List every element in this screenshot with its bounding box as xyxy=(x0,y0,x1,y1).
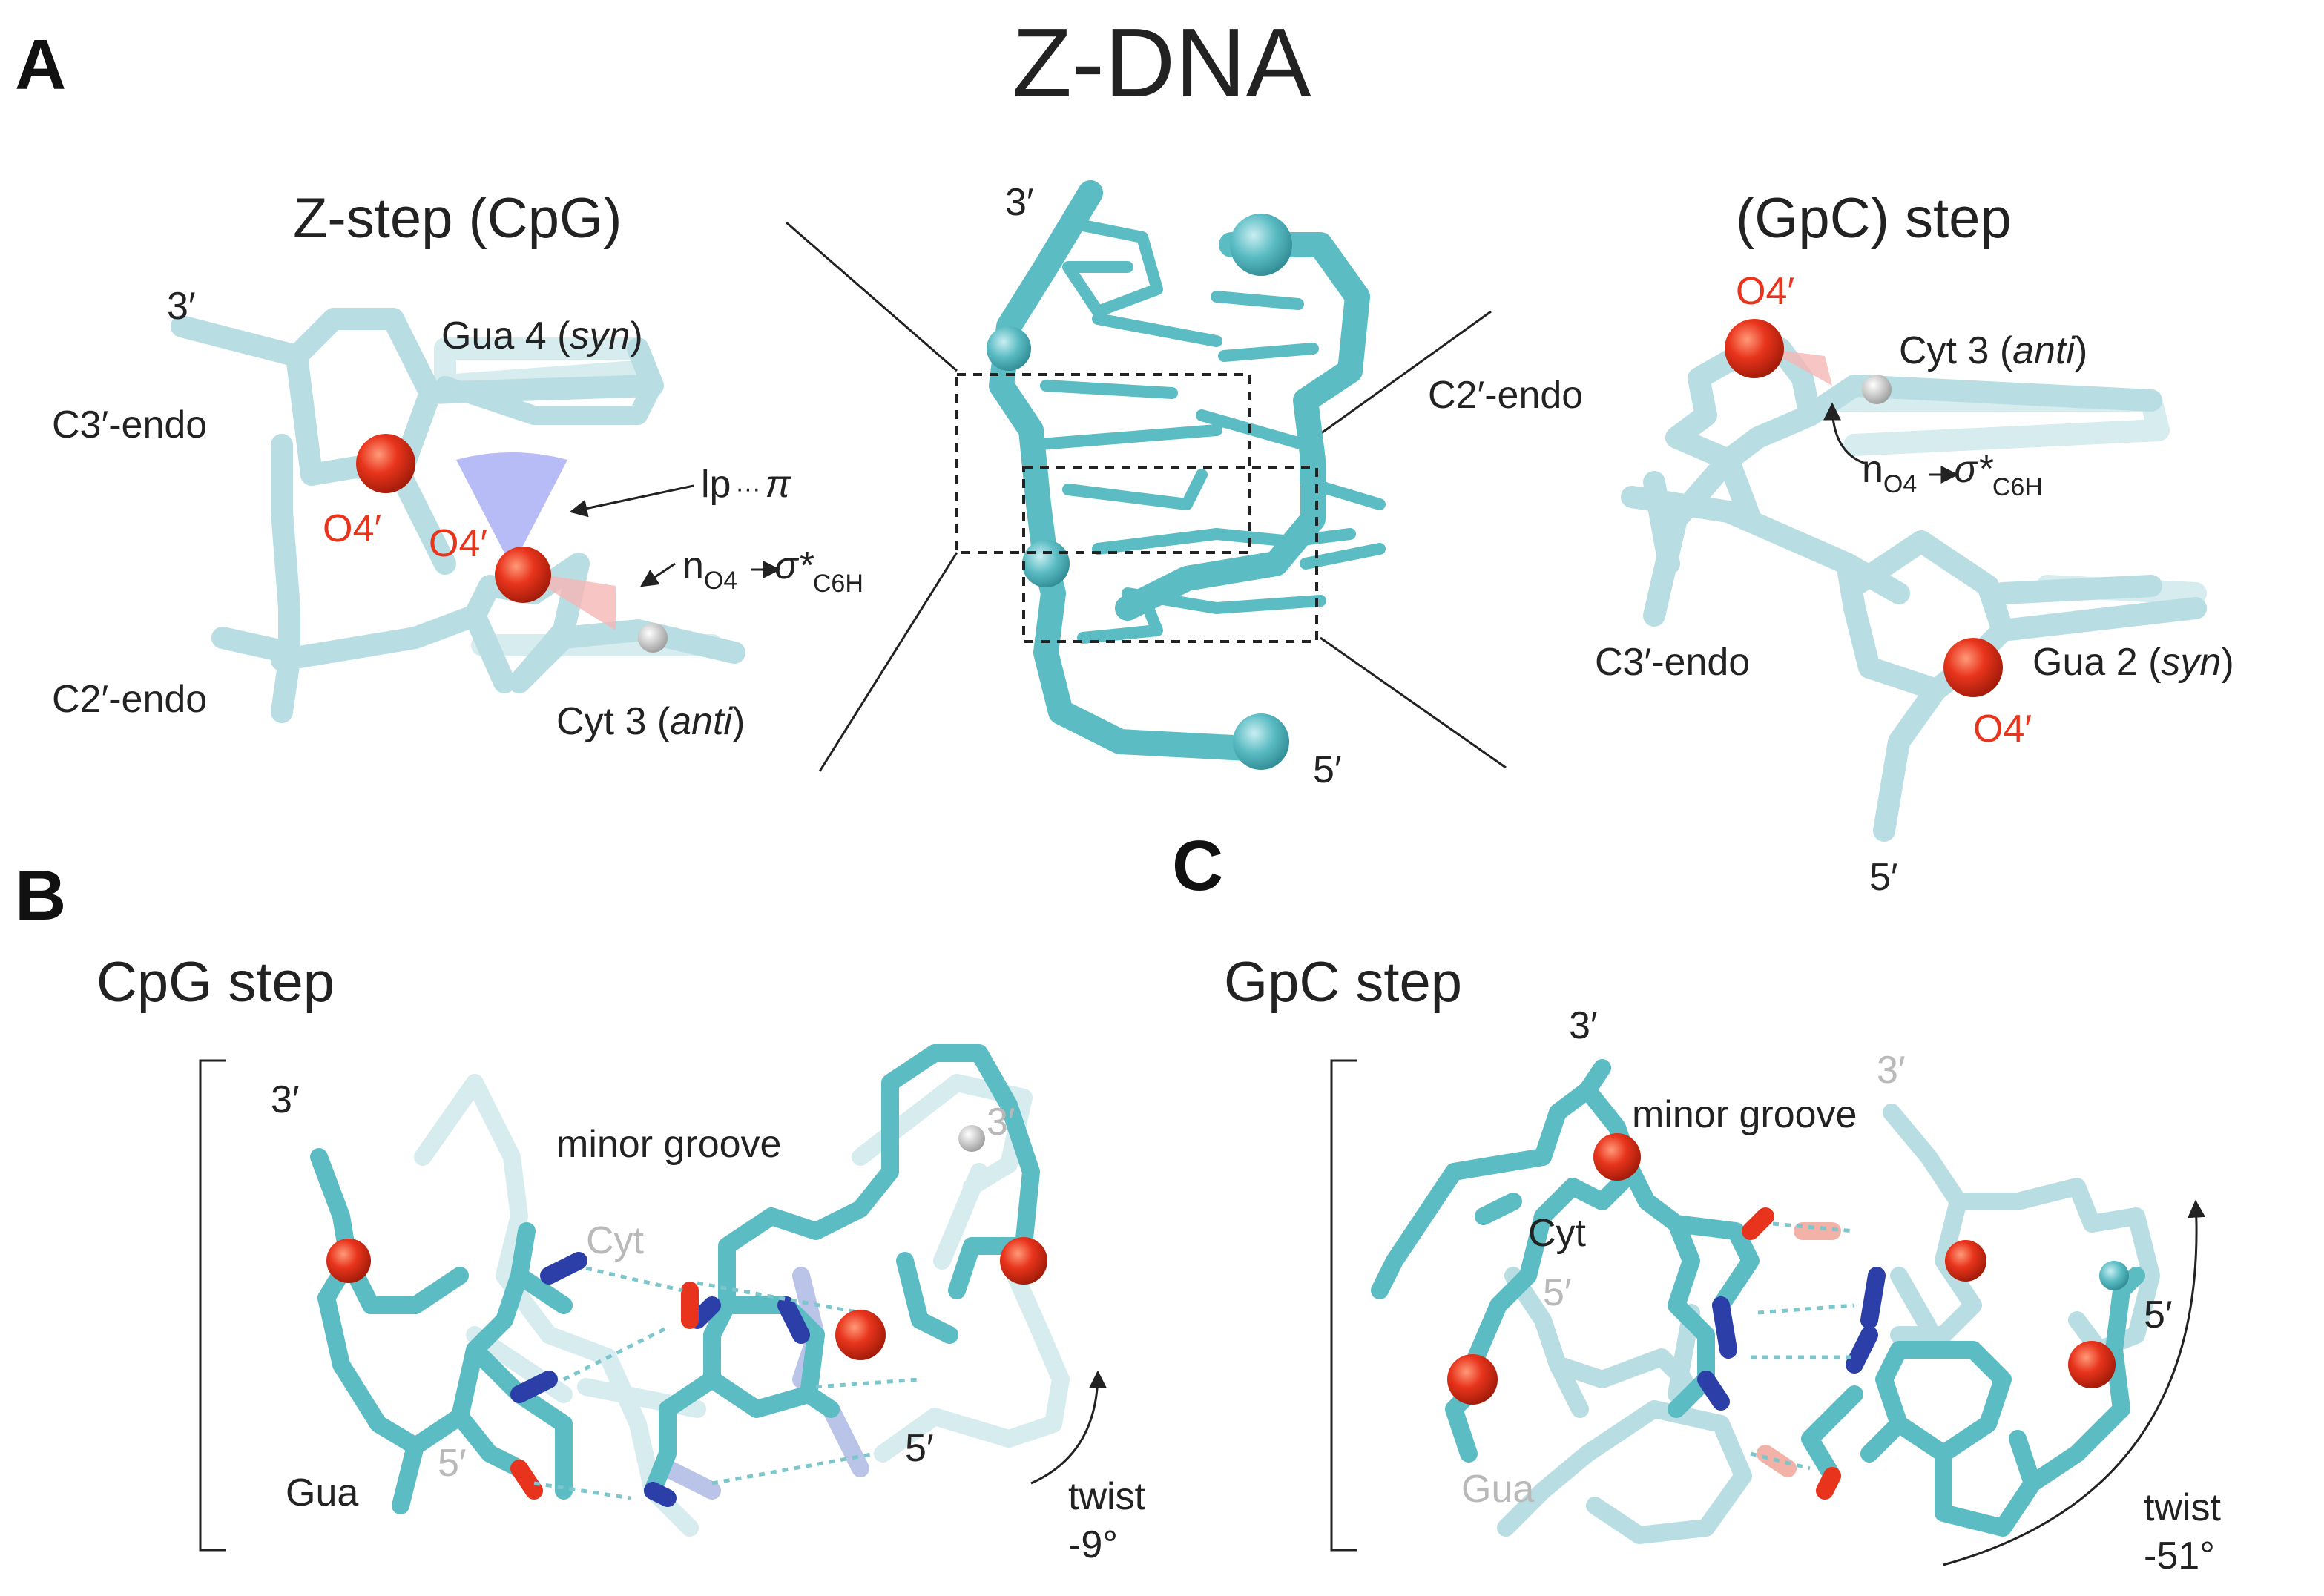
phosphate-sphere xyxy=(2099,1261,2129,1290)
panel-c: GpC step 3′ 3′ minor groove Cyt 5′ 5′ Gu… xyxy=(1224,951,2222,1577)
end-3-label: 3′ xyxy=(987,1101,1015,1144)
phosphate-sphere xyxy=(1230,214,1292,276)
oxygen-atom xyxy=(1943,638,2003,697)
panel-letter-b: B xyxy=(15,856,66,935)
minor-groove-label: minor groove xyxy=(1632,1093,1857,1136)
o4-label: O4′ xyxy=(1973,708,2032,751)
end-5-label: 5′ xyxy=(1543,1271,1572,1314)
o4-label: O4′ xyxy=(323,507,381,550)
cyt-label: Cyt xyxy=(1528,1212,1587,1255)
cpg-step-title: CpG step xyxy=(96,951,335,1014)
oxygen-atom xyxy=(1725,319,1784,378)
hydrogen-atom xyxy=(638,623,668,653)
twist-label: twist xyxy=(1068,1475,1146,1518)
panel-a-left: Z-step (CpG) 3′ Gua 4 (syn) C3′-endo O4′… xyxy=(52,187,863,743)
phosphate-sphere xyxy=(987,326,1031,371)
hydrogen-atom xyxy=(958,1125,985,1152)
panel-b: CpG step 3′ 3′ minor groove Cyt 5′ 5′ Gu… xyxy=(96,951,1146,1566)
twist-arrow xyxy=(1030,1370,1107,1485)
minor-groove-label: minor groove xyxy=(556,1123,781,1166)
figure-title: Z-DNA xyxy=(1012,8,1311,117)
gpc-step-title: (GpC) step xyxy=(1736,187,2012,250)
z-step-title: Z-step (CpG) xyxy=(293,187,622,250)
gua-2-label: Gua 2 (syn) xyxy=(2032,641,2234,684)
phosphate-sphere xyxy=(1233,713,1289,770)
oxygen-atom xyxy=(835,1310,886,1360)
z-dna-helix xyxy=(987,180,1386,770)
twist-value: -51° xyxy=(2144,1534,2215,1577)
cyt-label: Cyt xyxy=(586,1219,645,1262)
twist-arrow xyxy=(1943,1199,2206,1566)
gua-4-label: Gua 4 (syn) xyxy=(441,314,643,357)
gpc-step-sticks xyxy=(1371,1059,2160,1544)
end-5-label: 5′ xyxy=(1313,748,1342,791)
c3-endo-label: C3′-endo xyxy=(52,403,207,446)
c3-endo-label: C3′-endo xyxy=(1595,641,1750,684)
gua-label: Gua xyxy=(286,1471,358,1514)
o4-label: O4′ xyxy=(429,522,487,565)
twist-value: -9° xyxy=(1068,1523,1118,1566)
gua-label: Gua xyxy=(1461,1468,1534,1511)
cpg-step-sticks xyxy=(310,1044,1070,1537)
cyt-3-label: Cyt 3 (anti) xyxy=(556,700,745,743)
phosphate-sphere xyxy=(1022,540,1070,587)
left-bracket xyxy=(199,1059,226,1552)
oxygen-atom xyxy=(495,547,551,603)
end-3-label: 3′ xyxy=(1569,1004,1598,1047)
cyt-3-label: Cyt 3 (anti) xyxy=(1899,329,2087,372)
panel-letter-c: C xyxy=(1172,826,1223,906)
end-3-label: 3′ xyxy=(271,1078,300,1121)
oxygen-atom xyxy=(1945,1240,1986,1282)
oxygen-atom xyxy=(1593,1133,1641,1181)
end-3-label: 3′ xyxy=(1877,1049,1906,1092)
cpg-step-sticks xyxy=(171,308,745,723)
oxygen-atom xyxy=(1000,1237,1047,1285)
c2-endo-label: C2′-endo xyxy=(1428,374,1583,417)
oxygen-atom xyxy=(356,434,415,493)
o4-label: O4′ xyxy=(1736,270,1794,313)
end-5-label: 5′ xyxy=(438,1442,467,1485)
cpg-step-box xyxy=(955,373,1251,554)
lp-pi-label: lp···π xyxy=(701,463,791,506)
left-bracket xyxy=(1330,1059,1357,1552)
oxygen-atom xyxy=(326,1239,371,1283)
gpc-step-sticks xyxy=(1621,337,2207,842)
lone-pair-wedge xyxy=(456,452,567,567)
end-3-label: 3′ xyxy=(1005,181,1034,224)
oxygen-atom xyxy=(1447,1354,1498,1405)
end-3-label: 3′ xyxy=(167,285,196,328)
gpc-step-title: GpC step xyxy=(1224,951,1462,1014)
oxygen-atom xyxy=(2068,1341,2116,1388)
panel-letter-a: A xyxy=(15,25,66,105)
end-5-label: 5′ xyxy=(1869,856,1898,899)
end-5-label: 5′ xyxy=(2144,1293,2173,1336)
hydrogen-atom xyxy=(1862,375,1892,404)
twist-label: twist xyxy=(2144,1486,2222,1529)
end-5-label: 5′ xyxy=(905,1427,934,1470)
gpc-step-box xyxy=(1022,466,1318,643)
panel-a-right: (GpC) step O4′ Cyt 3 (anti) C2′-endo nO4… xyxy=(1428,187,2234,899)
c2-endo-label: C2′-endo xyxy=(52,678,207,721)
panel-a-center: 3′ 5′ xyxy=(786,180,1507,791)
